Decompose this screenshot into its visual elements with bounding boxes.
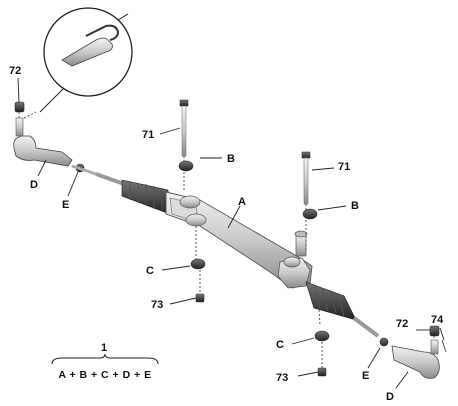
label-73-left: 73 [151, 299, 163, 311]
label-d-left: D [30, 179, 38, 191]
label-b-lower: B [351, 200, 359, 212]
label-c-left: C [146, 265, 154, 277]
inner-tie-rod-right [352, 316, 380, 338]
bellows-left [121, 179, 171, 215]
label-d-right: D [386, 391, 394, 403]
label-b-upper: B [227, 153, 235, 165]
tie-rod-end-right [391, 325, 447, 379]
tie-rod-end-left [13, 101, 73, 167]
label-71-lower: 71 [338, 161, 350, 173]
label-72-left: 72 [9, 65, 21, 77]
mount-assembly-left [178, 99, 206, 303]
inner-tie-rod-left [71, 164, 125, 186]
bellows-right [305, 281, 357, 321]
parts-formula: A + B + C + D + E [58, 369, 152, 381]
label-e-left: E [62, 199, 69, 211]
label-72-right: 72 [396, 318, 408, 330]
label-e-right: E [362, 370, 369, 382]
detail-inset [39, 7, 133, 113]
label-1: 1 [101, 342, 107, 354]
label-74: 74 [431, 314, 444, 326]
label-73-right: 73 [276, 372, 288, 384]
label-a: A [238, 196, 246, 208]
label-71-upper: 71 [142, 129, 154, 141]
label-c-right: C [276, 339, 284, 351]
mount-assembly-right [301, 151, 330, 377]
lock-nut-right [379, 337, 389, 347]
formula-brace [51, 353, 159, 365]
leader-lines [17, 77, 445, 389]
